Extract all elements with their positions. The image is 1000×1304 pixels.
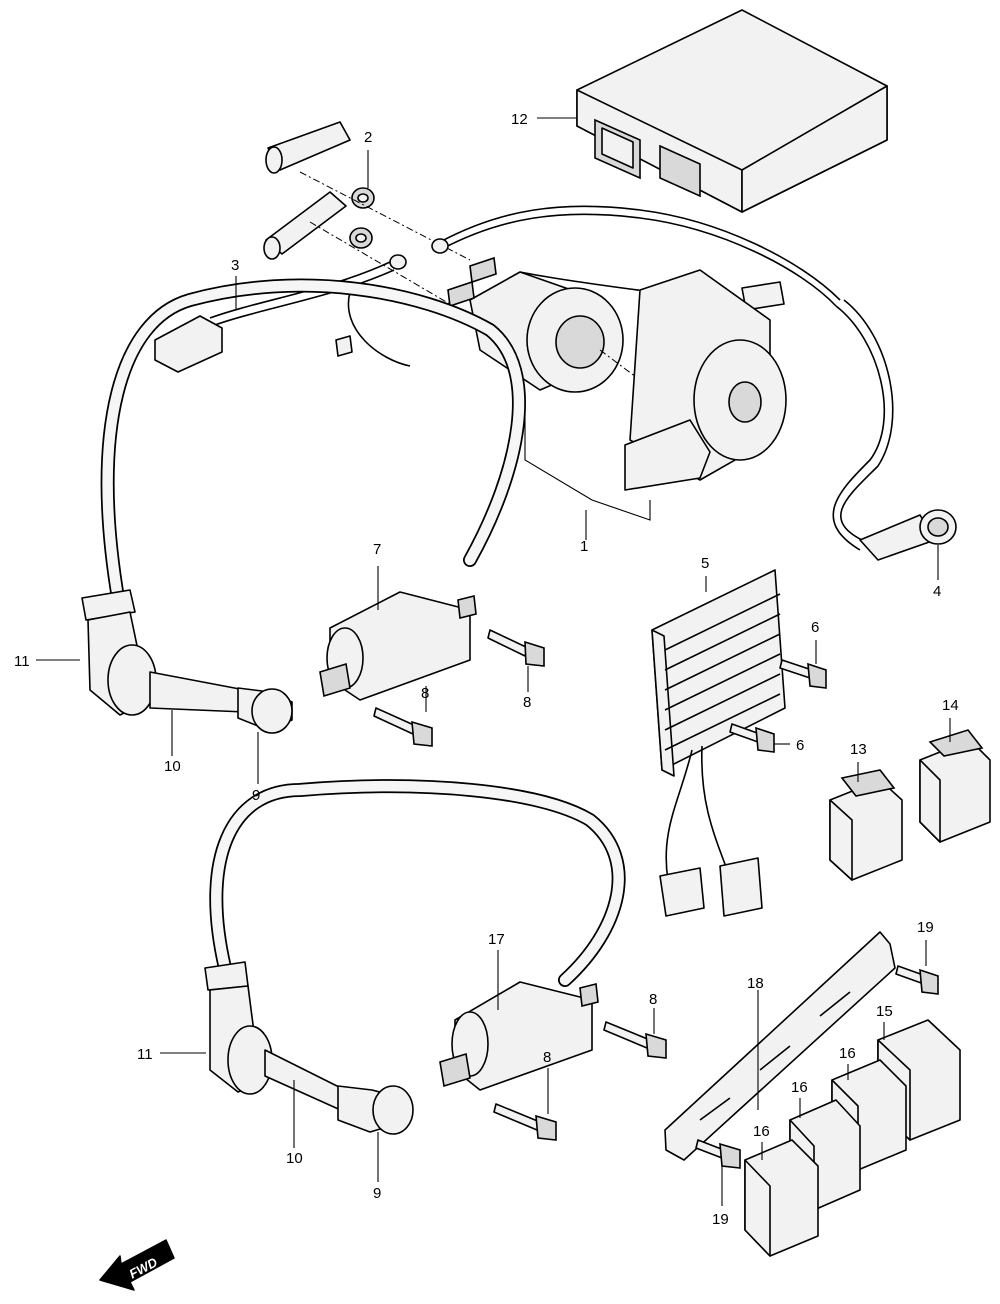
relay-16-a [744, 1139, 819, 1257]
leader-lines [36, 117, 951, 1206]
callout-14: 14 [942, 697, 959, 714]
callout-13: 13 [850, 741, 867, 758]
bolt-lower-left [493, 1103, 557, 1141]
callout-16-c: 16 [839, 1045, 856, 1062]
callout-3: 3 [231, 257, 239, 274]
callout-17: 17 [488, 931, 505, 948]
callout-7: 7 [373, 541, 381, 558]
callout-4: 4 [933, 583, 941, 600]
bolt-upper-right [487, 629, 545, 667]
callout-11-lower: 11 [137, 1046, 153, 1063]
callout-6-upper: 6 [811, 619, 819, 636]
callout-9-lower: 9 [373, 1185, 381, 1202]
callout-12: 12 [511, 111, 528, 128]
ignition-coil-assembly-upper [81, 278, 526, 734]
callout-8-upper-left: 8 [421, 685, 429, 702]
callout-19-lower: 19 [712, 1211, 729, 1228]
callout-8-lower-right: 8 [649, 991, 657, 1008]
starter-relay [431, 205, 841, 396]
callout-8-lower-left: 8 [543, 1049, 551, 1066]
callout-1: 1 [580, 538, 588, 555]
callout-16-b: 16 [791, 1079, 808, 1096]
callout-9-upper: 9 [252, 787, 260, 804]
bolt-6-upper [779, 659, 827, 689]
bolt-lower-right [603, 1021, 667, 1059]
callout-16-a: 16 [753, 1123, 770, 1140]
callout-8-upper-right: 8 [523, 694, 531, 711]
sub-harness [154, 254, 411, 373]
bolt-upper-left [373, 707, 433, 747]
callout-18: 18 [747, 975, 764, 992]
relay-cover [524, 269, 787, 521]
ignition-coil-assembly-lower [204, 779, 626, 1135]
bolt-19-upper [895, 965, 939, 995]
ecu-unit [576, 9, 888, 213]
callout-10-upper: 10 [164, 758, 181, 775]
callouts: 12 2 3 1 4 5 6 6 7 8 8 8 8 11 10 9 13 14… [14, 111, 959, 1228]
callout-11-upper: 11 [14, 653, 30, 670]
callout-10-lower: 10 [286, 1150, 303, 1167]
battery-cable [832, 299, 957, 561]
callout-19-upper: 19 [917, 919, 934, 936]
terminal-caps [263, 121, 471, 311]
relay-14 [919, 729, 991, 843]
bolt-19-lower [695, 1139, 741, 1169]
regulator-rectifier [651, 569, 786, 917]
callout-15: 15 [876, 1003, 893, 1020]
relay-13 [829, 769, 903, 881]
callout-2: 2 [364, 129, 372, 146]
forward-direction-arrow: FWD [99, 1239, 175, 1291]
bolt-6-lower [729, 723, 775, 753]
callout-5: 5 [701, 555, 709, 572]
relay-bracket [664, 931, 896, 1161]
callout-6-lower: 6 [796, 737, 804, 754]
